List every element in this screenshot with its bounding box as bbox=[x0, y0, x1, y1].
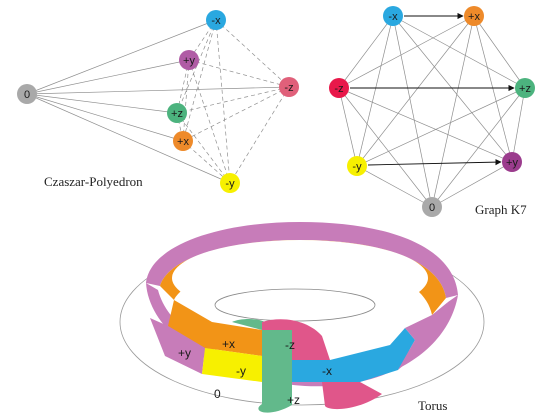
cs-label-yneg: -y bbox=[225, 178, 235, 190]
cs-label-ypos: +y bbox=[183, 55, 195, 67]
torus-blue-segment bbox=[292, 328, 415, 382]
edge-0-yneg bbox=[26, 93, 231, 184]
edge-xpos-yneg bbox=[182, 140, 231, 184]
k7-edge-xpos-yneg bbox=[356, 15, 475, 167]
k7-directed-edges bbox=[350, 12, 515, 166]
cs-label-xpos: +x bbox=[177, 136, 189, 148]
k7-graph: -x +x -z +z -y +y 0 Graph K7 bbox=[329, 6, 535, 217]
cs-node-xneg bbox=[206, 10, 226, 30]
k7-arrow-yneg-ypos bbox=[367, 158, 502, 166]
edge-zneg-zpos bbox=[176, 86, 290, 114]
torus-label-zpos: +z bbox=[287, 393, 300, 407]
edge-xneg-zneg bbox=[215, 19, 290, 88]
k7-label-xneg: -x bbox=[388, 11, 398, 23]
torus-pink-lower bbox=[322, 382, 382, 410]
edge-zpos-yneg bbox=[176, 112, 231, 184]
k7-edge-zneg-yneg bbox=[338, 87, 358, 167]
k7-caption: Graph K7 bbox=[475, 202, 527, 217]
edge-zneg-yneg bbox=[229, 86, 290, 184]
k7-label-zneg: -z bbox=[334, 83, 343, 95]
k7-node-zneg bbox=[329, 78, 349, 98]
csaszar-edges bbox=[26, 19, 290, 184]
k7-edge-xneg-zero bbox=[392, 15, 433, 208]
csaszar-nodes: 0 -x +y -z +z +x -y bbox=[17, 10, 299, 193]
torus-caption: Torus bbox=[418, 398, 447, 413]
edge-0-xneg bbox=[26, 19, 217, 95]
cs-node-zero bbox=[17, 84, 37, 104]
torus-label-ypos: +y bbox=[178, 346, 191, 360]
edge-ypos-zneg bbox=[188, 59, 290, 88]
k7-edge-zpos-ypos bbox=[511, 87, 526, 163]
torus-figure: +x -z +y -y -x 0 +z Torus bbox=[119, 222, 485, 413]
edge-xneg-yneg bbox=[215, 19, 231, 184]
k7-edge-yneg-zero bbox=[356, 165, 433, 208]
k7-node-yneg bbox=[347, 156, 367, 176]
k7-edge-xpos-ypos bbox=[473, 15, 513, 163]
k7-edge-xpos-zero bbox=[431, 15, 475, 208]
cs-node-zneg bbox=[279, 77, 299, 97]
torus-front-orange bbox=[168, 300, 262, 356]
edge-ypos-yneg bbox=[188, 59, 231, 184]
torus-label-zneg: -z bbox=[285, 338, 295, 352]
k7-node-zero bbox=[422, 197, 442, 217]
k7-node-xpos bbox=[464, 6, 484, 26]
k7-edge-zpos-yneg bbox=[356, 87, 526, 167]
k7-label-zero: 0 bbox=[429, 202, 435, 214]
torus-back-ring-violet bbox=[146, 222, 458, 298]
torus-label-xpos: +x bbox=[222, 337, 235, 351]
k7-node-zpos bbox=[515, 78, 535, 98]
cs-node-xpos bbox=[173, 131, 193, 151]
k7-node-xneg bbox=[383, 6, 403, 26]
k7-label-xpos: +x bbox=[468, 11, 480, 23]
torus-label-xneg: -x bbox=[322, 364, 332, 378]
edge-0-zneg bbox=[26, 86, 290, 95]
k7-edge-zpos-zero bbox=[431, 87, 526, 208]
torus-right-violet bbox=[398, 302, 448, 370]
torus-green-cylinder bbox=[232, 319, 292, 413]
edge-0-ypos bbox=[26, 59, 190, 95]
cs-node-ypos bbox=[179, 50, 199, 70]
cs-node-zpos bbox=[167, 103, 187, 123]
edge-0-xpos bbox=[26, 93, 184, 142]
k7-edge-xneg-zpos bbox=[392, 15, 526, 89]
k7-edge-xneg-ypos bbox=[392, 15, 513, 163]
cs-label-zpos: +z bbox=[171, 108, 183, 120]
torus-front-violet bbox=[150, 318, 205, 374]
k7-edge-xneg-yneg bbox=[356, 15, 394, 167]
cs-node-yneg bbox=[220, 173, 240, 193]
csaszar-caption: Czaszar-Polyedron bbox=[44, 174, 143, 189]
edge-0-zpos bbox=[26, 93, 178, 114]
k7-label-zpos: +z bbox=[519, 83, 531, 95]
k7-edge-zneg-ypos bbox=[338, 87, 513, 163]
k7-label-ypos: +y bbox=[506, 157, 518, 169]
torus-label-yneg: -y bbox=[236, 364, 246, 378]
edge-xneg-xpos bbox=[182, 19, 217, 142]
k7-edge-ypos-zero bbox=[431, 161, 513, 208]
edge-zneg-xpos bbox=[182, 86, 290, 142]
k7-edge-xpos-zpos bbox=[473, 15, 526, 89]
k7-label-yneg: -y bbox=[352, 161, 362, 173]
k7-edges bbox=[338, 15, 526, 208]
torus-label-zero: 0 bbox=[214, 387, 221, 401]
cs-label-zero: 0 bbox=[24, 89, 30, 101]
k7-edge-xneg-zneg bbox=[338, 15, 394, 89]
csaszar-graph: 0 -x +y -z +z +x -y Czaszar-Polyedron bbox=[17, 10, 299, 193]
k7-node-ypos bbox=[502, 152, 522, 172]
cs-label-zneg: -z bbox=[284, 82, 293, 94]
k7-edge-zneg-zero bbox=[338, 87, 433, 208]
k7-nodes: -x +x -z +z -y +y 0 bbox=[329, 6, 535, 217]
torus-pink-segment bbox=[262, 319, 330, 360]
cs-label-xneg: -x bbox=[211, 15, 221, 27]
torus-inner-hole bbox=[172, 240, 428, 316]
k7-edge-xpos-zneg bbox=[338, 15, 475, 89]
